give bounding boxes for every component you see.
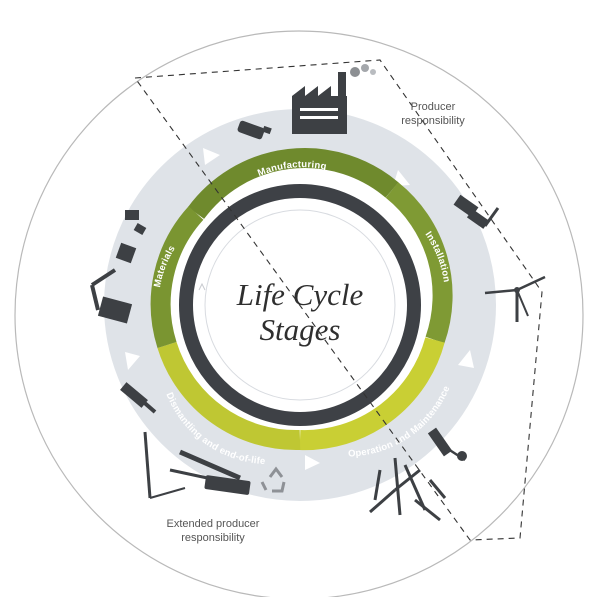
extended-label-line1: Extended producer (167, 518, 260, 530)
transport-truck-icon (453, 194, 500, 229)
center-title-line2: Stages (260, 312, 341, 347)
wind-turbine-icon (484, 275, 546, 322)
recycle-icon (260, 466, 286, 493)
extended-label-line2: responsibility (181, 532, 245, 544)
excavator-icon (90, 210, 147, 324)
factory-icon (292, 64, 376, 134)
producer-responsibility-boundary (134, 59, 543, 541)
outer-band (104, 109, 496, 501)
segment-installation (385, 182, 453, 344)
container-icon (120, 382, 251, 495)
producer-label-line1: Producer (411, 101, 456, 113)
maintenance-tool-icon (427, 427, 467, 462)
center-title-line1: Life Cycle (236, 277, 364, 312)
segment-operation (299, 337, 445, 451)
inner-dark-ring (179, 184, 421, 426)
producer-label-line2: responsibility (401, 115, 465, 127)
segment-dismantling (157, 341, 301, 451)
inner-thin-circle (204, 209, 396, 401)
segment-materials (150, 206, 204, 349)
outer-boundary-circle (14, 30, 584, 597)
inner-arrow (198, 282, 206, 291)
pipe-segment-icon (237, 120, 272, 140)
turbine-blades-cluster-icon (369, 457, 447, 522)
